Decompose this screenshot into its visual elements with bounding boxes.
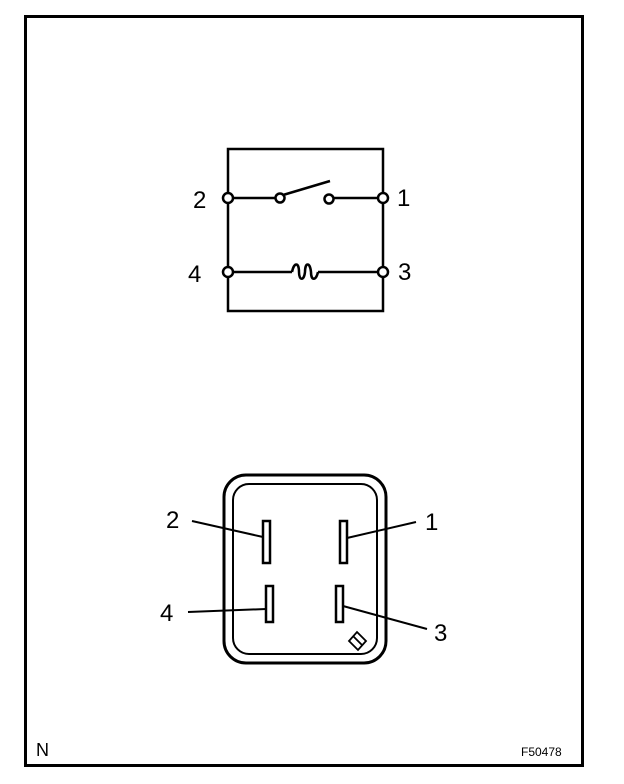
connector-pin-3 <box>334 584 345 624</box>
leader-line-1 <box>346 521 417 539</box>
schematic-label-4: 4 <box>188 261 201 288</box>
switch-contact-right <box>323 193 335 205</box>
connector-label-1: 1 <box>425 509 438 536</box>
connector-label-4: 4 <box>160 600 173 627</box>
connector-pin-2 <box>261 519 272 565</box>
figure-id: F50478 <box>521 745 562 759</box>
relay-connector <box>187 473 428 665</box>
footer-left-code: N <box>36 740 49 760</box>
connector-key-mark <box>347 630 368 652</box>
schematic-terminal-2 <box>221 191 235 205</box>
schematic-terminal-3 <box>376 265 390 279</box>
switch-contact-left <box>274 192 286 204</box>
switch-blade <box>282 179 331 197</box>
connector-inner-shell <box>232 483 378 655</box>
schematic-terminal-1 <box>376 191 390 205</box>
leader-line-3 <box>342 605 428 630</box>
connector-pin-4 <box>264 584 275 624</box>
leader-line-2 <box>191 520 264 538</box>
schematic-housing <box>226 147 385 313</box>
diagram-frame <box>24 15 584 767</box>
schematic-label-2: 2 <box>193 187 206 214</box>
schematic-label-1: 1 <box>397 185 410 212</box>
connector-label-2: 2 <box>166 507 179 534</box>
connector-label-3: 3 <box>434 620 447 647</box>
relay-coil <box>290 263 320 280</box>
schematic-terminal-4 <box>221 265 235 279</box>
schematic-label-3: 3 <box>398 259 411 286</box>
leader-line-4 <box>187 608 267 613</box>
connector-outer-shell <box>222 473 388 665</box>
relay-schematic <box>221 147 390 313</box>
connector-pin-1 <box>338 519 349 565</box>
